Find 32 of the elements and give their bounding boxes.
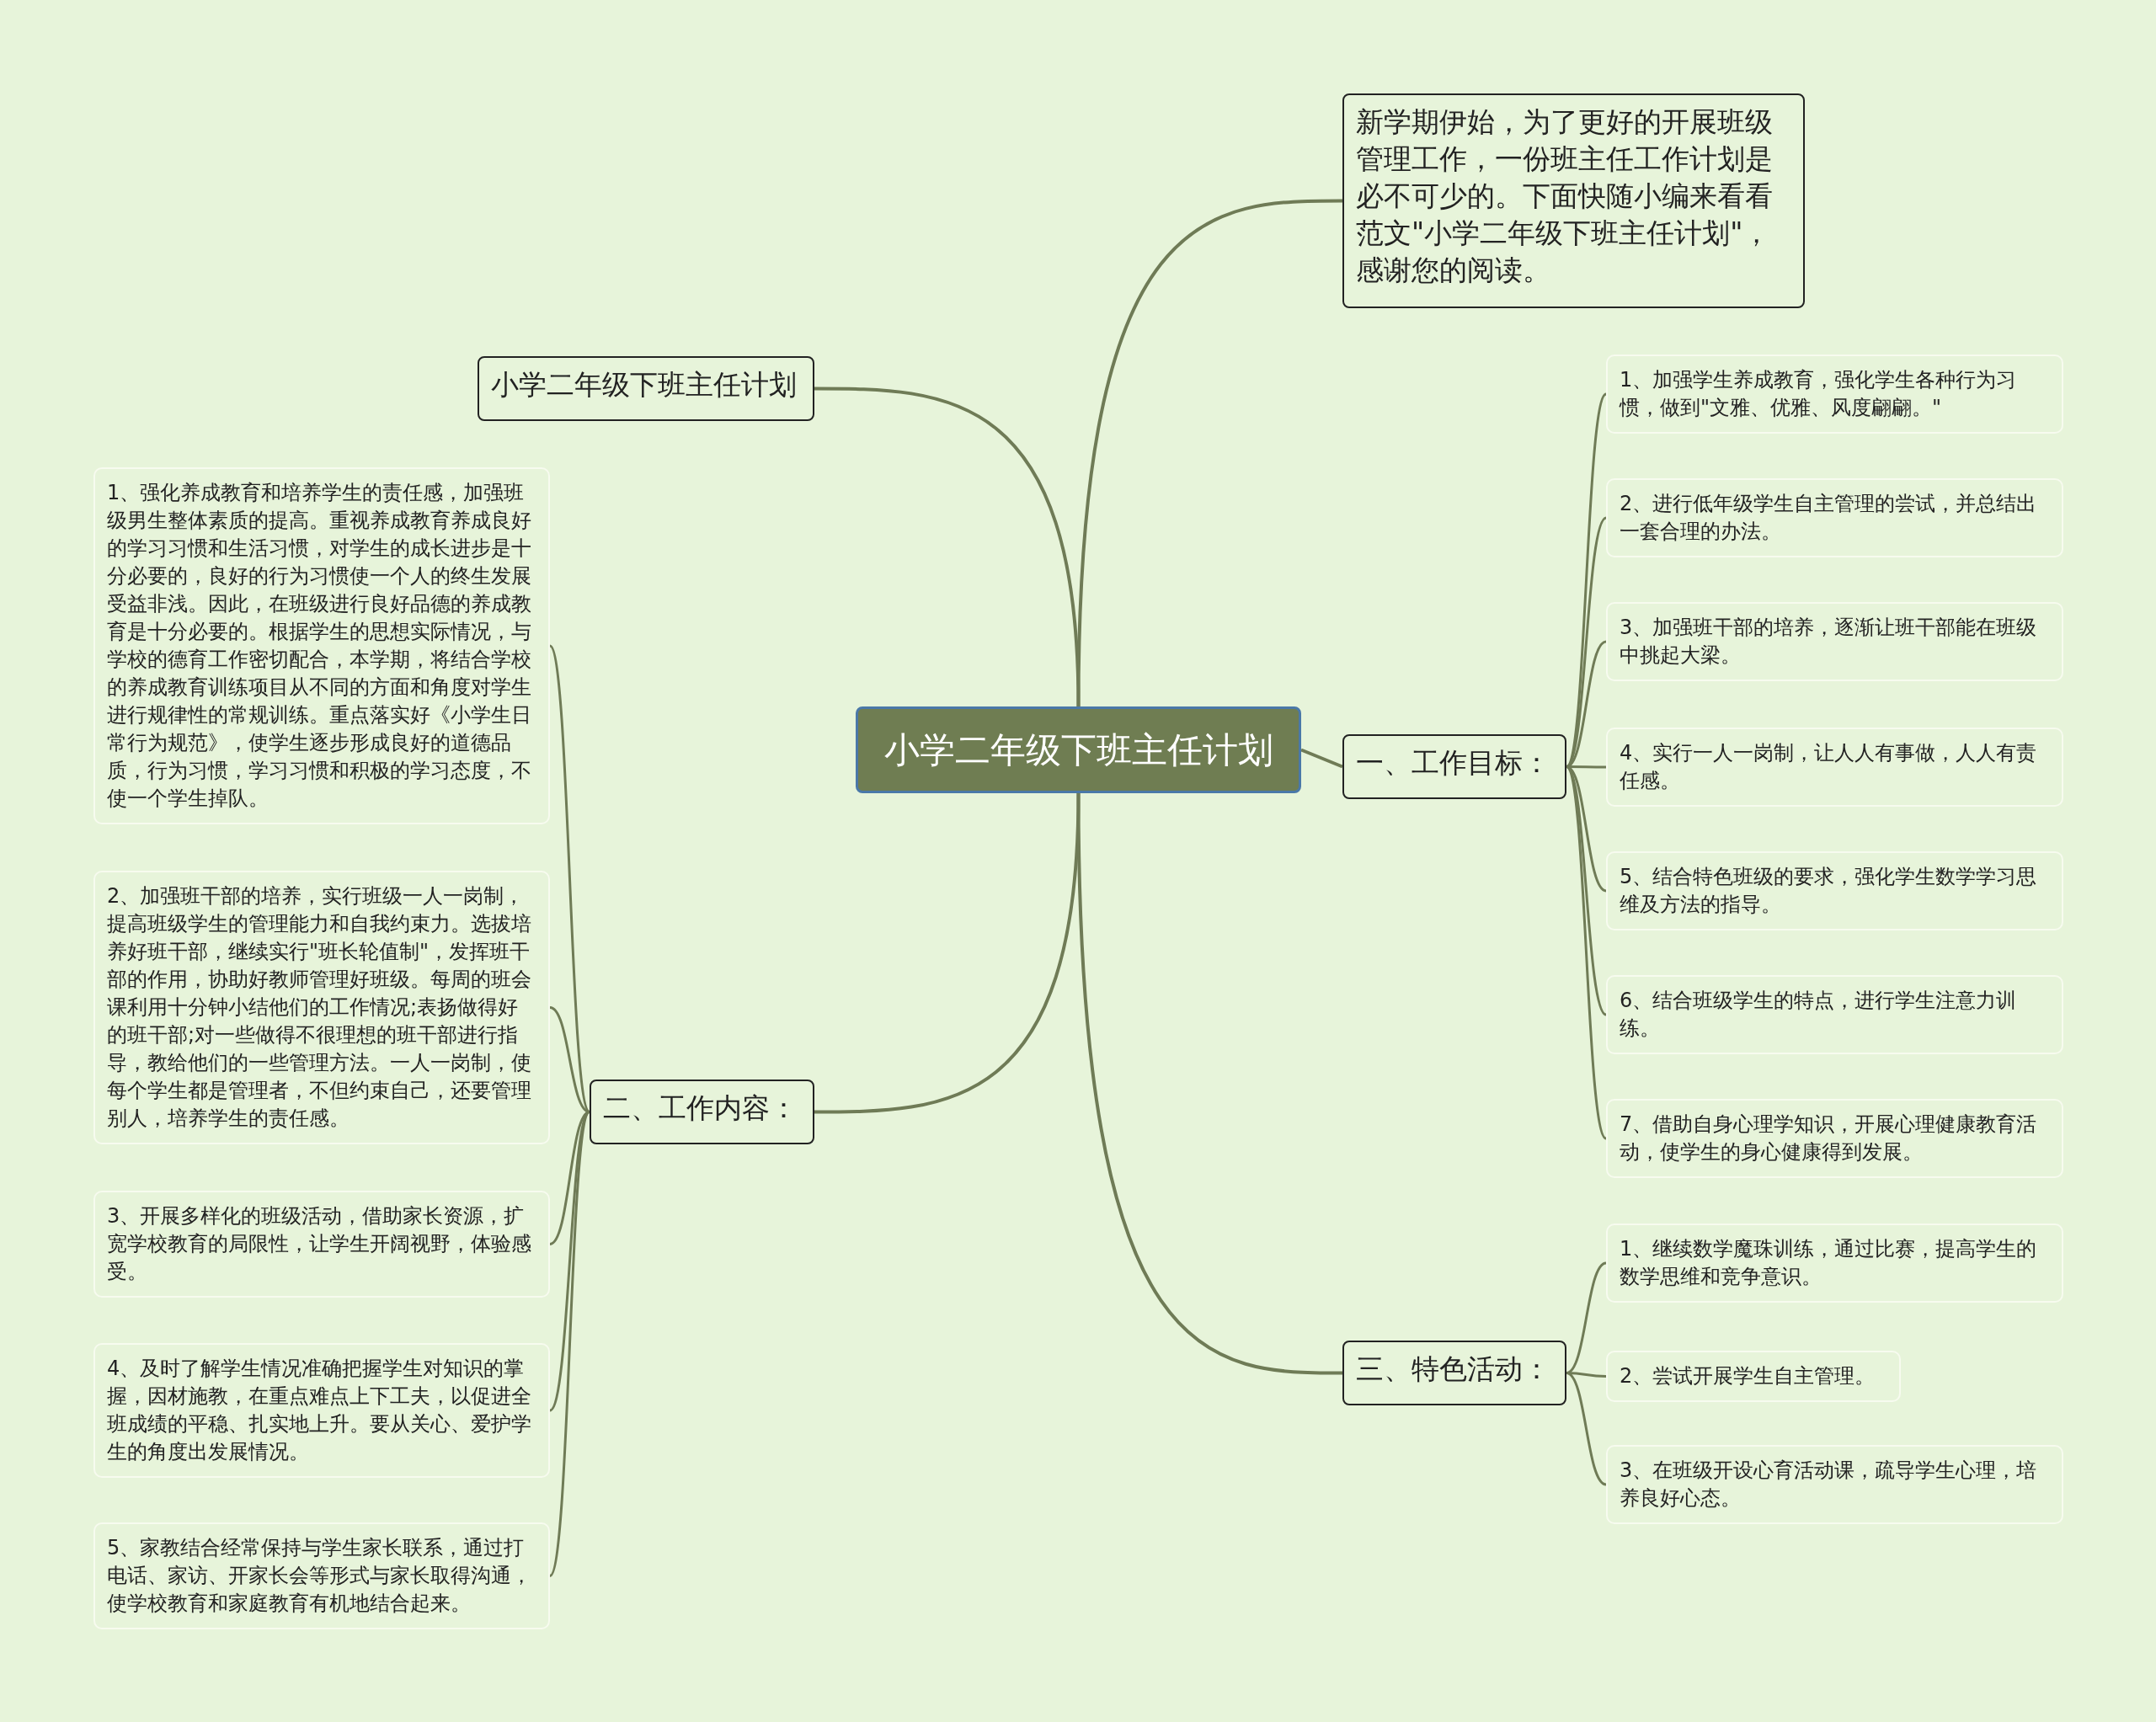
subtopic-box: 1、继续数学魔珠训练，通过比赛，提高学生的数学思维和竞争意识。 (1606, 1224, 2063, 1303)
topic-box: 一、工作目标： (1342, 734, 1566, 799)
connector-line (1076, 792, 1342, 1375)
subtopic-box: 2、加强班干部的培养，实行班级一人一岗制，提高班级学生的管理能力和自我约束力。选拔培养好班干部，继续实行"班长轮值制"，发挥班干部的作用，协助好教师管理好班级。每周的班会课利用十分钟小结他们的工作情况;表扬做得好的班干部;对一些做得不很理想的班干部进行指导，教给他们的一些管理方法。一人一岗制，使每个学生都是管理者，不但约束自己，还要管理别人，培养学生的责任感。 (93, 871, 550, 1144)
subtopic-box: 2、进行低年级学生自主管理的尝试，并总结出一套合理的办法。 (1606, 478, 2063, 557)
subtopic-box: 1、强化养成教育和培养学生的责任感，加强班级男生整体素质的提高。重视养成教育养成良好的学习习惯和生活习惯，对学生的成长进步是十分必要的，良好的行为习惯使一个人的终生发展受益非浅。因此，在班级进行良好品德的养成教育是十分必要的。根据学生的思想实际情况，与学校的德育工作密切配合，本学期，将结合学校的养成教育训练项目从不同的方面和角度对学生进行规律性的常规训练。重点落实好《小学生日常行为规范》，使学生逐步形成良好的道德品质，行为习惯，学习习惯和积极的学习态度，不使一个学生掉队。 (93, 467, 550, 824)
connector-line (1566, 1261, 1607, 1374)
subtopic-box: 3、在班级开设心育活动课，疏导学生心理，培养良好心态。 (1606, 1445, 2063, 1524)
connector-line (548, 1111, 591, 1411)
central-topic-box: 小学二年级下班主任计划 (856, 706, 1301, 793)
topic-box: 二、工作内容： (590, 1080, 814, 1144)
subtopic-box: 2、尝试开展学生自主管理。 (1606, 1351, 1901, 1402)
topic-box: 三、特色活动： (1342, 1341, 1566, 1405)
subtopic-box: 4、及时了解学生情况准确把握学生对知识的掌握，因材施教，在重点难点上下工夫，以促进全班成绩的平稳、扎实地上升。要从关心、爱护学生的角度出发展情况。 (93, 1343, 550, 1478)
subtopic-box: 5、家教结合经常保持与学生家长联系，通过打电话、家访、开家长会等形式与家长取得沟通，使学校教育和家庭教育有机地结合起来。 (93, 1522, 550, 1629)
connector-line (1300, 748, 1343, 769)
topic-box: 新学期伊始，为了更好的开展班级管理工作，一份班主任工作计划是必不可少的。下面快随小编来看看范文"小学二年级下班主任计划"，感谢您的阅读。 (1342, 93, 1805, 308)
subtopic-box: 5、结合特色班级的要求，强化学生数学学习思维及方法的指导。 (1606, 851, 2063, 930)
connector-line (548, 1111, 591, 1577)
subtopic-box: 7、借助自身心理学知识，开展心理健康教育活动，使学生的身心健康得到发展。 (1606, 1099, 2063, 1178)
subtopic-box: 6、结合班级学生的特点，进行学生注意力训练。 (1606, 975, 2063, 1054)
connector-line (1565, 765, 1608, 1139)
subtopic-box: 1、加强学生养成教育，强化学生各种行为习惯，做到"文雅、优雅、风度翩翩。" (1606, 355, 2063, 434)
connector-line (1566, 1372, 1607, 1486)
topic-box: 小学二年级下班主任计划 (478, 356, 814, 421)
connector-line (548, 645, 591, 1113)
connector-line (1076, 199, 1342, 707)
subtopic-box: 3、开展多样化的班级活动，借助家长资源，扩宽学校教育的局限性，让学生开阔视野，体验感受。 (93, 1191, 550, 1298)
connector-line (1565, 516, 1608, 768)
subtopic-box: 4、实行一人一岗制，让人人有事做，人人有责任感。 (1606, 728, 2063, 807)
connector-line (814, 387, 1081, 707)
subtopic-box: 3、加强班干部的培养，逐渐让班干部能在班级中挑起大梁。 (1606, 602, 2063, 681)
